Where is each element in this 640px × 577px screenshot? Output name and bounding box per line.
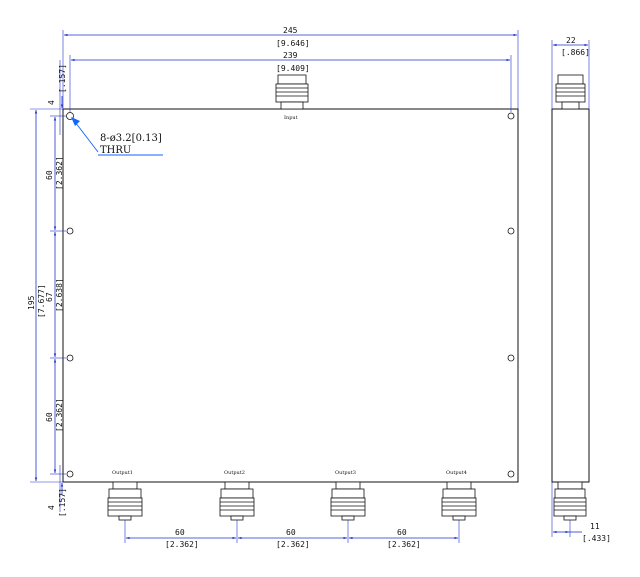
output-connector <box>441 481 477 521</box>
hole-span-value: 239 <box>283 51 298 60</box>
hole-pitch-top-value: 60 <box>45 170 54 180</box>
input-label: Input <box>284 115 298 121</box>
output-connector <box>330 481 366 521</box>
overall-height-inch: [7.677] <box>37 284 46 318</box>
side-housing <box>551 108 590 483</box>
hole-pitch-bottom-value: 60 <box>45 412 54 422</box>
mounting-hole <box>507 354 515 362</box>
side-offset-inch: [.433] <box>582 534 611 543</box>
mid-spacing-inch: [2.638] <box>55 278 64 312</box>
mounting-hole <box>507 112 515 120</box>
top-offset-inch: [.157] <box>58 64 67 93</box>
mounting-hole <box>66 354 74 362</box>
port-pitch-1-inch: [2.362] <box>165 540 199 549</box>
mounting-hole <box>66 227 74 235</box>
side-output-connector <box>553 481 587 521</box>
bottom-offset-inch: [.157] <box>58 488 67 517</box>
mounting-hole <box>507 470 515 478</box>
port-pitch-3-inch: [2.362] <box>387 540 421 549</box>
port-pitch-3-value: 60 <box>397 528 407 537</box>
side-input-connector <box>555 74 586 110</box>
output3-label: Output3 <box>335 470 356 476</box>
overall-height-value: 195 <box>27 295 36 310</box>
mounting-hole <box>507 227 515 235</box>
main-housing <box>62 108 519 483</box>
mounting-holes <box>66 112 515 478</box>
hole-note-line2: THRU <box>100 145 131 156</box>
overall-width-value: 245 <box>283 26 298 35</box>
top-offset-value: 4 <box>47 100 56 105</box>
hole-span-inch: [9.409] <box>276 64 310 73</box>
bottom-offset-value: 4 <box>47 505 56 510</box>
hole-note-line1: 8-ø3.2[0.13] <box>100 133 162 144</box>
hole-pitch-bottom-inch: [2.362] <box>55 398 64 432</box>
output-connector <box>107 481 143 521</box>
overall-width-inch: [9.646] <box>276 39 310 48</box>
port-pitch-2-value: 60 <box>286 528 296 537</box>
hole-note-arrow <box>71 117 80 126</box>
output2-label: Output2 <box>224 470 245 476</box>
output1-label: Output1 <box>112 470 133 476</box>
mounting-hole <box>66 470 74 478</box>
port-pitch-1-value: 60 <box>175 528 185 537</box>
mid-spacing-value: 67 <box>45 292 54 302</box>
input-connector <box>275 74 309 110</box>
side-width-inch: [.866] <box>561 48 590 57</box>
hole-pitch-top-inch: [2.362] <box>55 156 64 190</box>
output4-label: Output4 <box>446 470 467 476</box>
output-connector <box>219 481 255 521</box>
side-width-value: 22 <box>566 36 576 45</box>
side-offset-value: 11 <box>590 522 600 531</box>
port-pitch-2-inch: [2.362] <box>276 540 310 549</box>
